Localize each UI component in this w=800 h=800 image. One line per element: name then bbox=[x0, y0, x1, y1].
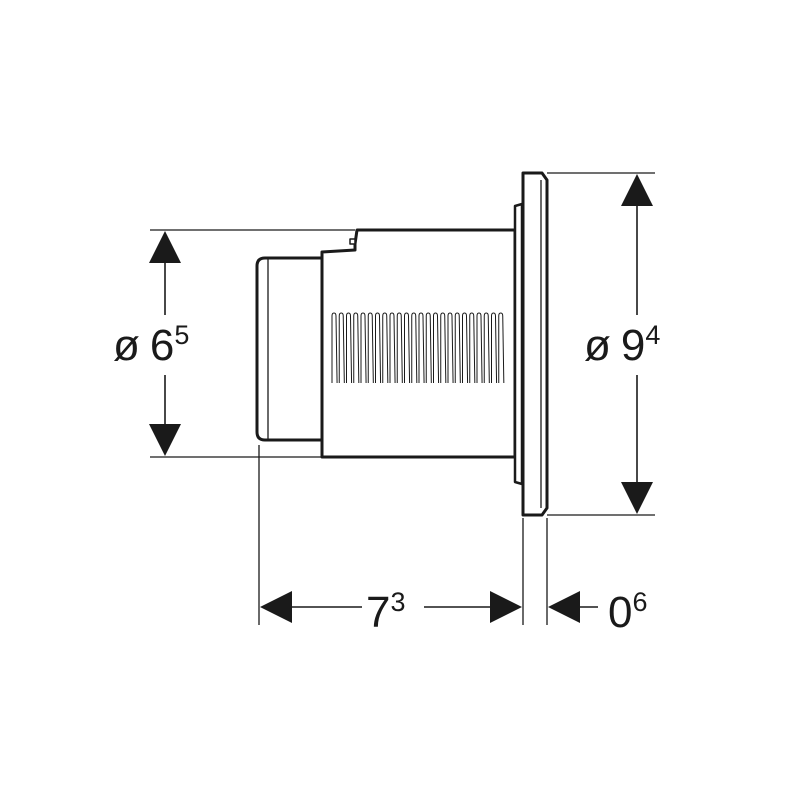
flange-thickness-label: 06 bbox=[608, 587, 648, 637]
part-outline bbox=[255, 171, 549, 517]
thread-pattern bbox=[331, 312, 505, 384]
body-length-label: 73 bbox=[366, 587, 406, 637]
thread-lines bbox=[331, 312, 505, 384]
extension-lines bbox=[150, 172, 655, 625]
outer-flange bbox=[521, 171, 549, 517]
dimension-flange-thickness: 06 bbox=[548, 587, 648, 637]
dimension-body-length: 73 bbox=[260, 580, 522, 637]
inner-flange bbox=[513, 202, 524, 486]
end-cap bbox=[255, 256, 324, 442]
